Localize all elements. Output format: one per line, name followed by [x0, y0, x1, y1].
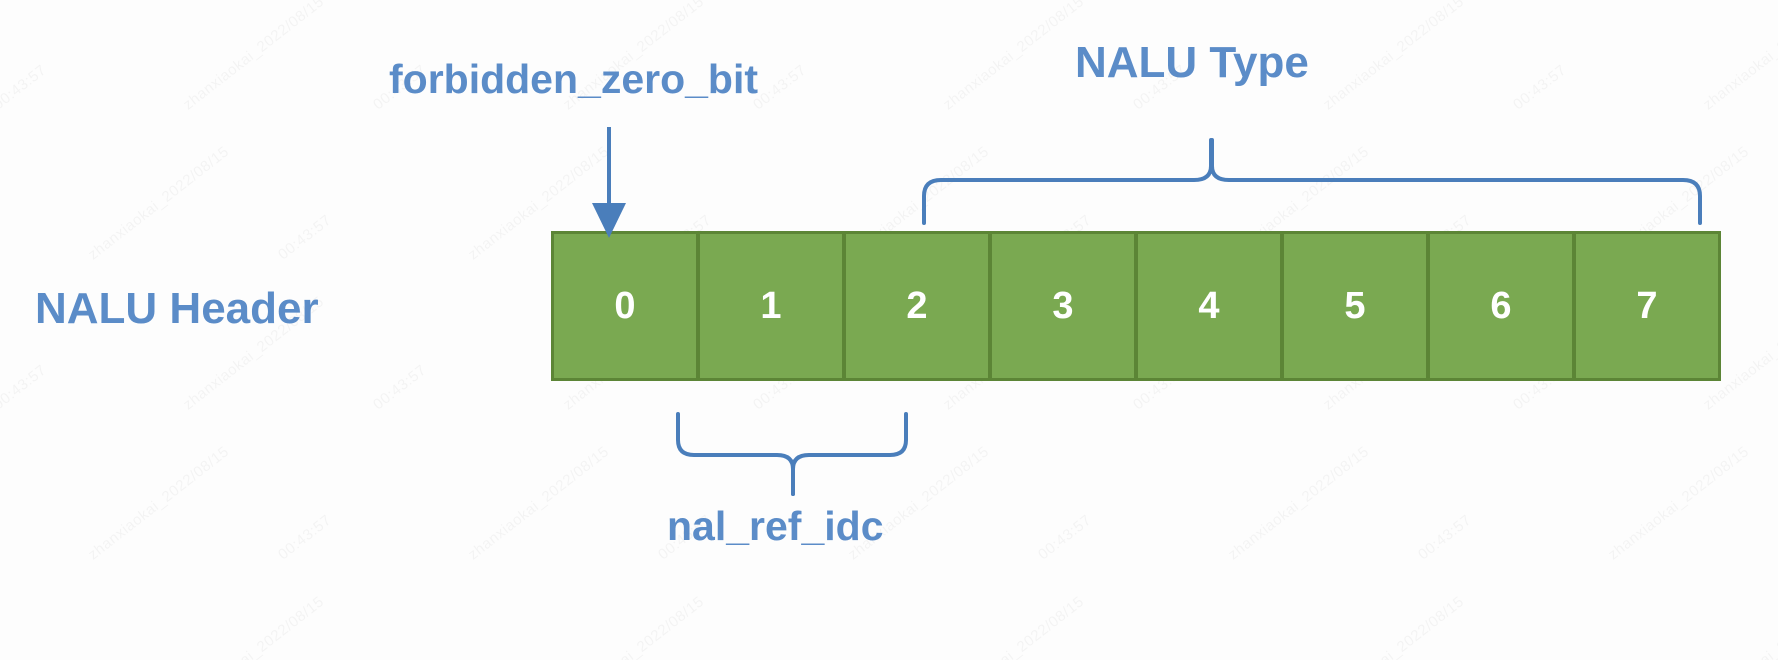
- nal-ref-idc-label: nal_ref_idc: [667, 503, 884, 549]
- watermark-text: zhanxiaokai_2022/08/15: [1605, 443, 1752, 563]
- watermark-text: 00:43:57: [1035, 512, 1095, 564]
- watermark-text: zhanxiaokai_2022/08/15: [1320, 0, 1467, 113]
- watermark-text: zhanxiaokai_2022/08/15: [465, 443, 612, 563]
- bit-cell-5: 5: [1284, 234, 1426, 378]
- watermark-text: 00:43:57: [370, 362, 430, 414]
- watermark-text: 00:43:57: [275, 512, 335, 564]
- bit-cell-4: 4: [1138, 234, 1280, 378]
- watermark-text: 00:43:57: [0, 362, 50, 414]
- nalu-header-label: NALU Header: [35, 284, 319, 333]
- watermark-text: zhanxiaokai_2022/08/15: [1700, 0, 1778, 113]
- watermark-text: zhanxiaokai_2022/08/15: [1225, 443, 1372, 563]
- bit-cell-3: 3: [992, 234, 1134, 378]
- watermark-text: zhanxiaokai_2022/08/15: [180, 593, 327, 660]
- watermark-text: zhanxiaokai_2022/08/15: [85, 443, 232, 563]
- bit-cell-2: 2: [846, 234, 988, 378]
- watermark-text: 00:43:57: [275, 212, 335, 264]
- bit-cell-6: 6: [1430, 234, 1572, 378]
- watermark-text: 00:43:57: [1510, 62, 1570, 114]
- watermark-text: zhanxiaokai_2022/08/15: [940, 593, 1087, 660]
- forbidden-zero-bit-label: forbidden_zero_bit: [389, 56, 759, 102]
- watermark-text: zhanxiaokai_2022/08/15: [1700, 593, 1778, 660]
- watermark-text: zhanxiaokai_2022/08/15: [180, 0, 327, 113]
- watermark-text: zhanxiaokai_2022/08/15: [940, 0, 1087, 113]
- bit-cell-1: 1: [700, 234, 842, 378]
- nal-ref-idc-bracket: [676, 412, 908, 496]
- nalu-type-label: NALU Type: [1075, 38, 1309, 87]
- watermark-text: zhanxiaokai_2022/08/15: [1320, 593, 1467, 660]
- bit-cell-0: 0: [554, 234, 696, 378]
- watermark-text: 00:43:57: [1415, 512, 1475, 564]
- bit-cell-7: 7: [1576, 234, 1718, 378]
- watermark-text: 00:43:57: [750, 62, 810, 114]
- nalu-type-bracket: [922, 138, 1702, 225]
- watermark-text: zhanxiaokai_2022/08/15: [85, 143, 232, 263]
- forbidden-zero-bit-arrow: [592, 127, 626, 238]
- watermark-text: 00:43:57: [0, 62, 50, 114]
- watermark-text: zhanxiaokai_2022/08/15: [560, 593, 707, 660]
